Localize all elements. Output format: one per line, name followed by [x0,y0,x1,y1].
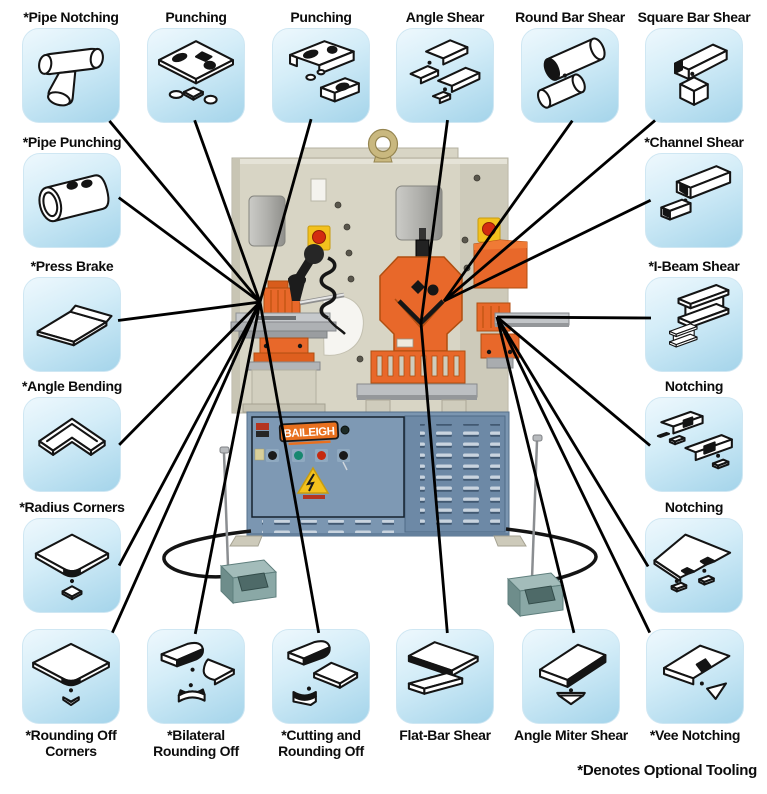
throat-opening [322,295,364,356]
tile-label: *Cutting and Rounding Off [278,727,364,759]
angle-bending-icon [29,403,115,486]
vee-notching-icon [652,635,738,718]
tile-channel-shear: *Channel Shear [644,134,744,248]
cylinder-cover-left [248,195,286,247]
tile-angle-bending: *Angle Bending [22,378,122,492]
round-bar-shear-icon [527,34,613,117]
angle-shear-icon [402,34,488,117]
tile-box [23,153,121,248]
bilateral-rounding-off-icon [153,635,239,718]
tile-label: *I-Beam Shear [648,258,740,274]
press-brake-icon [29,283,115,366]
radius-corners-icon [29,524,115,607]
tile-label: *Rounding Off Corners [25,727,117,759]
optional-tooling-footnote: *Denotes Optional Tooling [577,762,757,779]
tile-angle-shear: Angle Shear [396,9,494,123]
tile-bilateral-rounding-off: *Bilateral Rounding Off [147,629,245,759]
tile-box [645,153,743,248]
tile-box [396,28,494,123]
tile-box [645,518,743,613]
tile-label: Flat-Bar Shear [399,727,491,743]
tile-label: *Pipe Punching [22,134,122,150]
tile-label: *Vee Notching [649,727,741,743]
emergency-stop-right [477,217,501,243]
tile-label: *Angle Bending [21,378,123,394]
tile-pipe-notching: *Pipe Notching [22,9,120,123]
rounding-off-corners-icon [28,635,114,718]
tile-box [522,629,620,724]
tile-box [645,397,743,492]
baileigh-logo: BAILEIGH [278,420,340,446]
tile-cutting-and-rounding-off: *Cutting and Rounding Off [272,629,370,759]
cutting-and-rounding-off-icon [278,635,364,718]
notcher-station [473,239,570,369]
tile-rounding-off-corners: *Rounding Off Corners [22,629,120,759]
tile-label: Angle Shear [405,9,485,25]
tile-label: Punching [165,9,227,25]
tile-box [396,629,494,724]
tile-punching-plate: Punching [147,9,245,123]
tile-press-brake: *Press Brake [23,258,121,372]
tile-label: Round Bar Shear [515,9,625,25]
tile-box [521,28,619,123]
tile-box [272,28,370,123]
machine-foot-right [493,535,527,547]
tile-box [22,629,120,724]
tile-label: Angle Miter Shear [514,727,628,743]
ibeam-shear-icon [651,283,737,366]
tile-box [23,277,121,372]
lifting-eye [367,128,399,163]
control-cabinet: BAILEIGH [246,411,510,537]
tile-box [645,28,743,123]
tile-angle-miter-shear: Angle Miter Shear [514,629,628,743]
tile-box [23,518,121,613]
tile-box [22,28,120,123]
tile-box [147,629,245,724]
punching-channel-icon [278,34,364,117]
tile-label: *Pipe Notching [23,9,119,25]
tile-box [147,28,245,123]
spec-sticker [310,178,327,202]
tile-box [272,629,370,724]
tile-ibeam-shear: *I-Beam Shear [645,258,743,372]
tile-label: Notching [664,378,724,394]
tile-box [23,397,121,492]
tile-notching-plate: Notching [645,499,743,613]
pipe-punching-icon [29,159,115,242]
pipe-notching-icon [28,34,114,117]
notching-angle-icon [651,403,737,486]
tile-radius-corners: *Radius Corners [19,499,125,613]
square-bar-shear-icon [651,34,737,117]
foot-pedal-right [505,434,598,618]
tile-square-bar-shear: Square Bar Shear [638,9,751,123]
coiled-cable [319,256,346,335]
tile-label: *Channel Shear [644,134,744,150]
tile-label: Square Bar Shear [637,9,751,25]
tile-notching-angle: Notching [645,378,743,492]
punching-plate-icon [153,34,239,117]
tile-vee-notching: *Vee Notching [646,629,744,743]
flat-bar-shear-icon [402,635,488,718]
tile-round-bar-shear: Round Bar Shear [515,9,625,123]
tile-label: *Radius Corners [19,499,125,515]
tile-label: *Bilateral Rounding Off [153,727,239,759]
tile-label: Punching [290,9,352,25]
tile-label: *Press Brake [30,258,114,274]
tile-box [646,629,744,724]
angle-miter-shear-icon [528,635,614,718]
channel-shear-icon [651,159,737,242]
tile-pipe-punching: *Pipe Punching [23,134,122,248]
tile-label: Notching [664,499,724,515]
tile-box [645,277,743,372]
machine-foot-left [229,535,263,547]
tile-punching-channel: Punching [272,9,370,123]
notching-plate-icon [651,524,737,607]
tile-flat-bar-shear: Flat-Bar Shear [396,629,494,743]
